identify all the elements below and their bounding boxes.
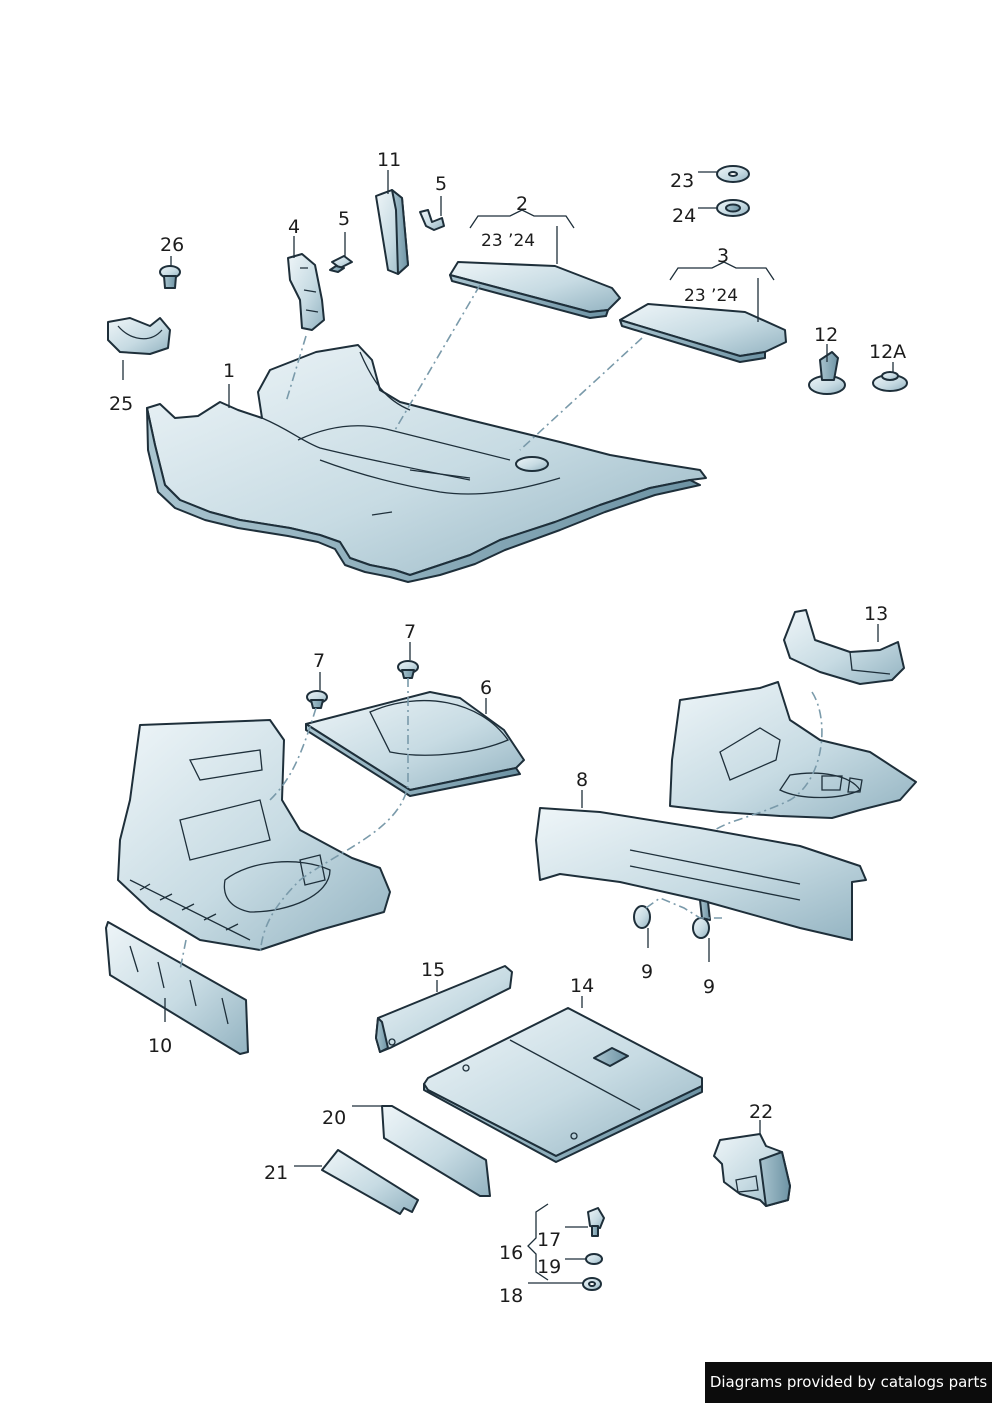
label-22: 22 [749,1101,773,1123]
bracket-part [287,253,325,331]
plate-part [321,1149,419,1215]
label-9-right: 9 [703,976,715,998]
assembly-lines [179,284,823,971]
washer-part [716,199,750,217]
floor-carpet-part [146,344,707,583]
plate-part [381,1105,491,1197]
label-21: 21 [264,1162,288,1184]
bolt-part [329,255,353,273]
clip-part [159,265,181,289]
label-5-left: 5 [338,208,350,230]
label-11: 11 [377,149,401,171]
washer-part [585,1253,603,1265]
side-trim-panel-part [535,807,867,941]
plug-part [808,351,846,395]
clip-part [397,660,419,679]
clip-part [306,690,328,709]
label-12: 12 [814,324,838,346]
label-17: 17 [537,1229,561,1251]
label-5-right: 5 [435,173,447,195]
label-3: 3 [717,245,729,267]
wheel-housing-trim-part [783,609,905,685]
label-10: 10 [148,1035,172,1057]
note-3: 23 ’24 [684,286,738,306]
label-15: 15 [421,959,445,981]
strip-part [375,965,513,1053]
label-9-left: 9 [641,961,653,983]
label-6: 6 [480,677,492,699]
label-1: 1 [223,360,235,382]
label-20: 20 [322,1107,346,1129]
plug-part [872,371,908,392]
label-25: 25 [109,393,133,415]
label-13: 13 [864,603,888,625]
trim-piece-part [375,189,409,275]
trunk-tub-part [669,681,917,819]
bolt-part [587,1207,605,1237]
label-18: 18 [499,1285,523,1307]
label-12a: 12A [869,341,906,363]
label-24: 24 [672,205,696,227]
washer-part [716,165,750,183]
trunk-tub-part [117,719,391,951]
nut-part [692,917,710,939]
label-8: 8 [576,769,588,791]
sill-panel-part [105,921,249,1055]
label-16: 16 [499,1242,523,1264]
label-7-right: 7 [404,621,416,643]
label-7-left: 7 [313,650,325,672]
footer-attribution: Diagrams provided by catalogs parts [705,1362,992,1403]
insulation-mat-part [449,261,621,319]
label-14: 14 [570,975,594,997]
label-4: 4 [288,216,300,238]
label-2: 2 [516,193,528,215]
washer-part [582,1277,602,1291]
label-23: 23 [670,170,694,192]
insulation-mat-part [619,303,787,363]
bracket-part [713,1133,791,1207]
label-26: 26 [160,234,184,256]
floor-cover-board-part [305,691,525,797]
label-19: 19 [537,1256,561,1278]
bolt-part [419,209,445,231]
heel-pad-part [107,317,171,355]
leader-lines [122,170,894,1284]
load-floor-part [423,1007,703,1163]
nut-part [633,905,651,929]
note-2: 23 ’24 [481,231,535,251]
